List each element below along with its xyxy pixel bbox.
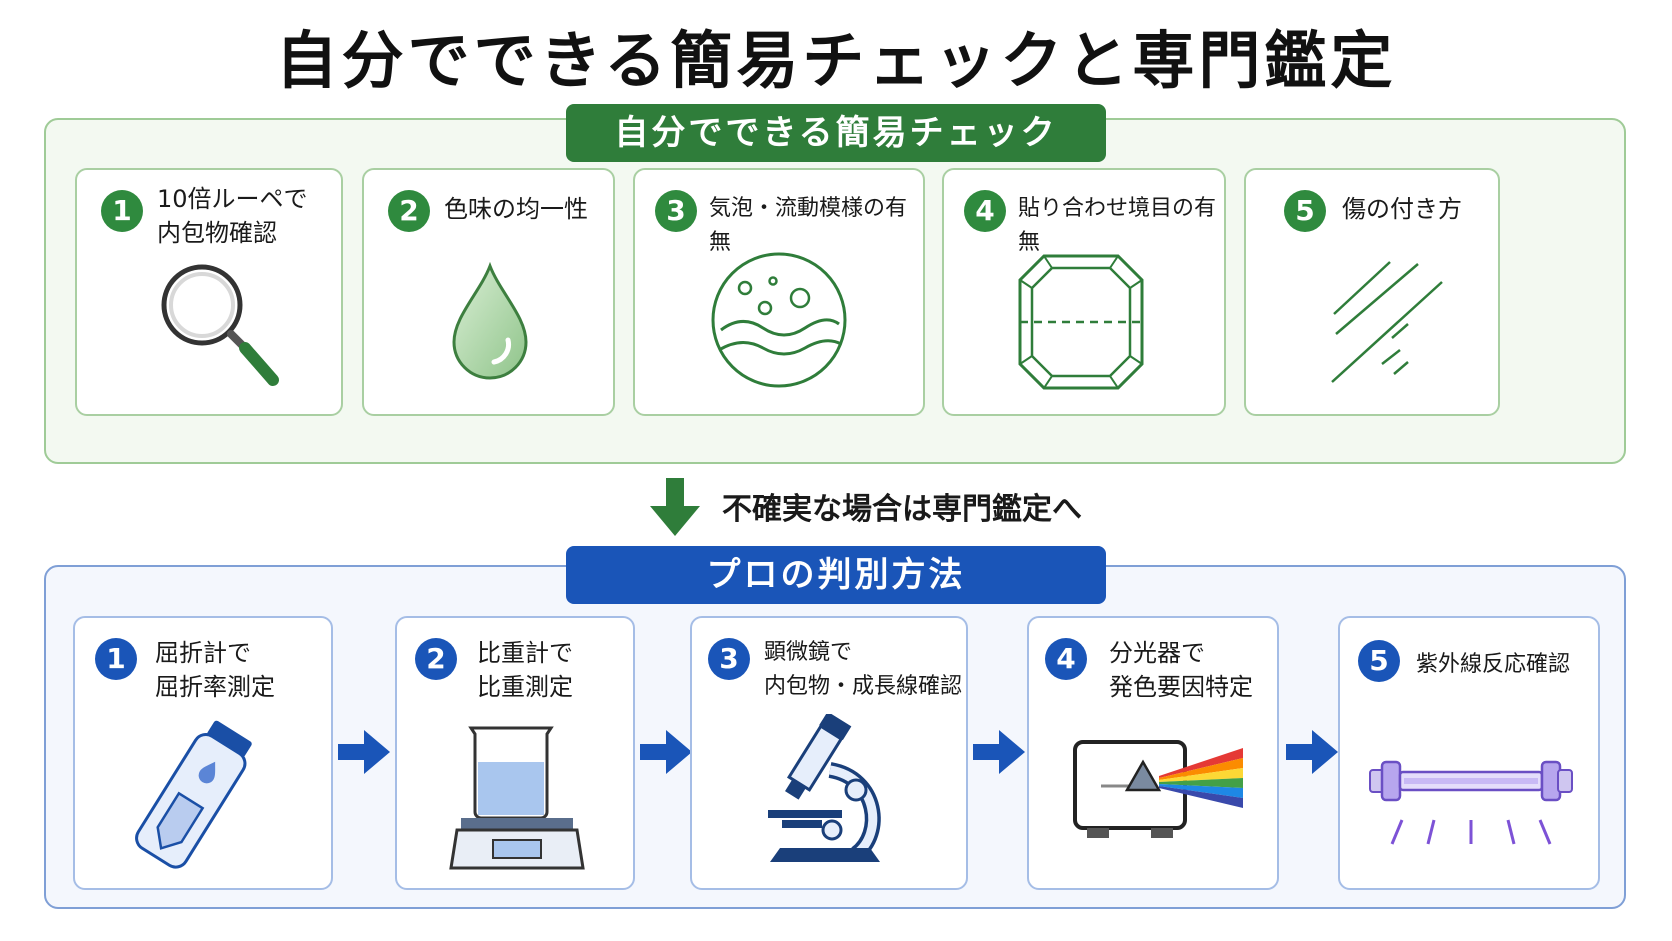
card-label: 傷の付き方 [1342,195,1462,223]
step-number: 5 [1358,640,1400,682]
card-label: 屈折計で 屈折率測定 [155,639,275,701]
self-check-card-3: 3 気泡・流動模様の有無 [633,168,925,416]
pro-card-5: 5 紫外線反応確認 [1338,616,1600,890]
pro-heading: プロの判別方法 [566,546,1106,604]
page-title: 自分でできる簡易チェックと専門鑑定 [275,24,1397,97]
step-number: 2 [415,638,457,680]
card-label: 分光器で 発色要因特定 [1109,639,1253,701]
transition-text: 不確実な場合は専門鑑定へ [722,492,1082,527]
gem-outline-icon [1018,254,1144,390]
spectroscope-icon [1073,740,1243,838]
card-label: 紫外線反応確認 [1416,652,1571,677]
step-number: 3 [655,190,697,232]
step-number: 4 [1045,638,1087,680]
step-number: 1 [101,190,143,232]
card-label: 気泡・流動模様の有無 [709,196,908,255]
scratch-lines-icon [1331,261,1443,383]
next-step-arrow-icon [338,730,390,774]
card-label: 貼り合わせ境目の有無 [1018,196,1217,255]
bubbles-icon [711,252,847,388]
step-number: 5 [1284,190,1326,232]
scale-beaker-icon [449,726,585,870]
step-number: 1 [95,638,137,680]
step-number: 3 [708,638,750,680]
magnifier-icon [161,264,279,386]
droplet-icon [452,262,528,380]
refractometer-icon [135,720,252,869]
pro-card-3: 3 顕微鏡で 内包物・成長線確認 [690,616,968,890]
self-check-card-4: 4 貼り合わせ境目の有無 [942,168,1226,416]
next-step-arrow-icon [1286,730,1338,774]
microscope-icon [768,714,881,862]
pro-card-4: 4 分光器で 発色要因特定 [1027,616,1279,890]
card-label: 色味の均一性 [444,195,588,223]
self-check-card-2: 2 色味の均一性 [362,168,615,416]
step-number: 2 [388,190,430,232]
card-label: 顕微鏡で 内包物・成長線確認 [764,640,963,699]
card-label: 比重計で 比重測定 [477,639,573,701]
uv-lamp-icon [1369,760,1573,845]
self-check-heading: 自分でできる簡易チェック [566,104,1106,162]
step-number: 4 [964,190,1006,232]
next-step-arrow-icon [973,730,1025,774]
next-step-arrow-icon [640,730,692,774]
self-check-card-1: 1 10倍ルーペで 内包物確認 [75,168,343,416]
pro-card-1: 1 屈折計で 屈折率測定 [73,616,333,890]
card-label: 10倍ルーペで 内包物確認 [157,185,308,247]
down-arrow-icon [650,478,700,536]
pro-card-2: 2 比重計で 比重測定 [395,616,635,890]
self-check-card-5: 5 傷の付き方 [1244,168,1500,416]
